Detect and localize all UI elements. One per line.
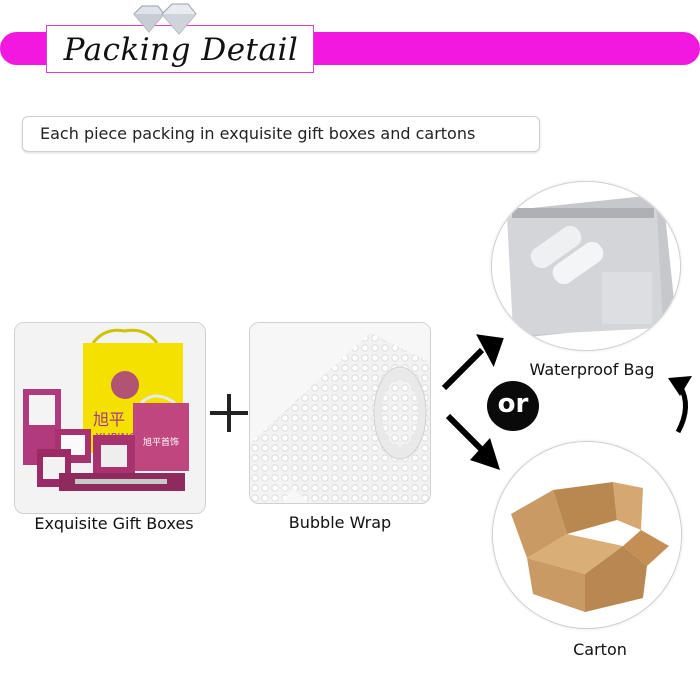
bubble-wrap-label: Bubble Wrap [288, 513, 392, 532]
svg-text:旭平首饰: 旭平首饰 [143, 436, 179, 448]
waterproof-bag-illustration [492, 182, 680, 350]
flow-arrows [441, 334, 692, 470]
gift-bag-brand: 旭平 [93, 410, 125, 429]
bubble-wrap-illustration [250, 323, 430, 503]
diamond-icon [133, 3, 197, 35]
plus-icon [208, 392, 250, 434]
gift-boxes-label: Exquisite Gift Boxes [34, 514, 194, 533]
arrow-up-right-icon [441, 334, 504, 391]
gift-boxes-photo: 旭平 XUPING 旭平首饰 [14, 322, 206, 514]
carton-label: Carton [573, 640, 627, 659]
gift-boxes-illustration: 旭平 XUPING 旭平首饰 [15, 323, 205, 513]
carton-photo [492, 441, 682, 629]
packing-caption: Each piece packing in exquisite gift box… [22, 116, 540, 152]
arrow-down-right-icon [445, 413, 500, 470]
curved-arrow-icon [668, 376, 692, 434]
bubble-wrap-photo [249, 322, 431, 504]
waterproof-bag-label: Waterproof Bag [529, 360, 655, 379]
carton-illustration [493, 442, 681, 628]
waterproof-bag-photo [491, 181, 681, 351]
page-title: Packing Detail [63, 32, 299, 68]
or-badge: or [487, 381, 539, 431]
